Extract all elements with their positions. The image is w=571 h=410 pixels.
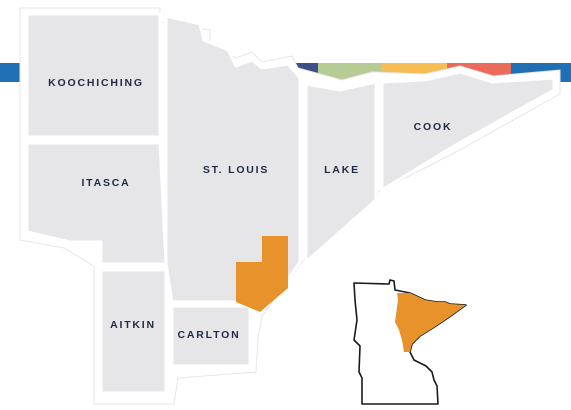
county-labels: KOOCHICHING ITASCA AITKIN CARLTON ST. LO… <box>48 77 453 341</box>
label-st-louis: ST. LOUIS <box>203 164 269 176</box>
inset-state-map <box>353 279 467 405</box>
label-cook: COOK <box>414 121 453 133</box>
county-koochiching <box>25 12 162 139</box>
label-aitkin: AITKIN <box>110 319 156 331</box>
county-carlton <box>170 304 252 368</box>
county-lake <box>304 80 378 264</box>
highlight-area <box>236 236 288 312</box>
county-aitkin <box>99 268 168 395</box>
label-itasca: ITASCA <box>81 177 130 189</box>
county-cook <box>380 70 556 192</box>
label-koochiching: KOOCHICHING <box>48 77 144 89</box>
county-itasca <box>25 141 168 266</box>
label-lake: LAKE <box>324 164 360 176</box>
state-region-highlight <box>395 293 466 352</box>
label-carlton: CARLTON <box>178 329 241 341</box>
